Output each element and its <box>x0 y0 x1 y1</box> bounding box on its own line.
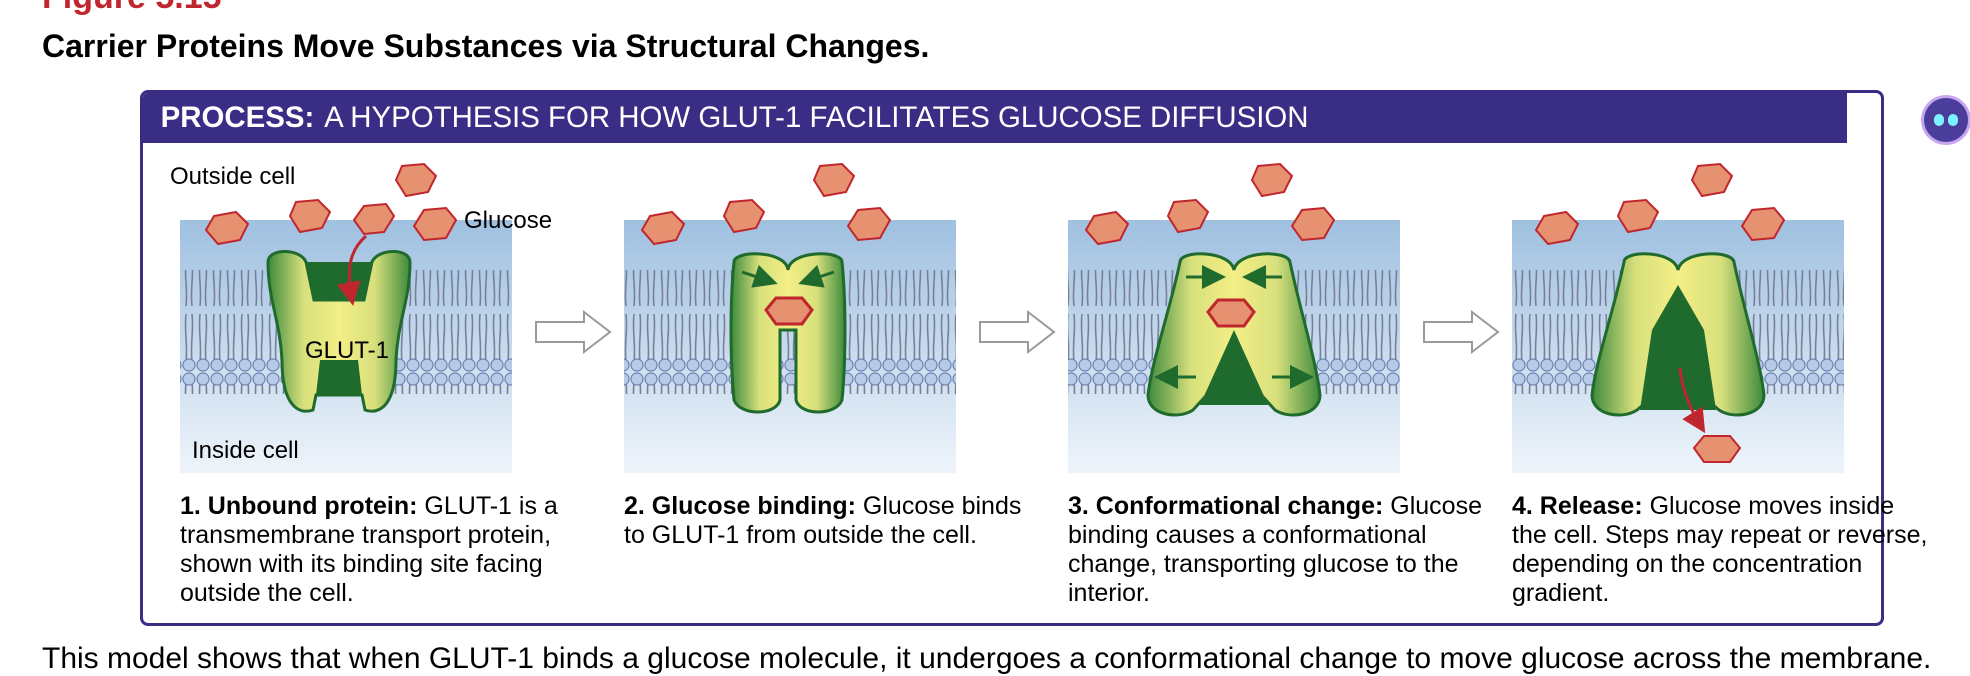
glucose-molecule <box>640 210 686 246</box>
glucose-molecule <box>1690 162 1734 198</box>
glucose-molecule <box>394 162 438 198</box>
glut1-protein-binding <box>729 252 847 414</box>
step-body: Glucose binds to GLUT-1 from outside the… <box>624 492 1022 549</box>
step-title: 2. Glucose binding: <box>624 492 856 520</box>
body-paragraph: This model shows that when GLUT-1 binds … <box>42 642 1932 675</box>
glucose-molecule <box>812 162 856 198</box>
glucose-molecule <box>1206 298 1256 328</box>
glucose-molecule <box>1250 162 1294 198</box>
step-body: GLUT-1 is a transmembrane transport prot… <box>180 492 558 607</box>
step-arrows <box>535 309 1500 355</box>
outside-cell-label: Outside cell <box>170 163 295 190</box>
step-caption-4: 4. Release: Glucose moves inside the cel… <box>1512 492 1932 608</box>
glucose-molecule <box>846 206 892 242</box>
glucose-molecules <box>204 162 1786 463</box>
step-title: 3. Conformational change: <box>1068 492 1384 520</box>
glut1-protein-released <box>1590 252 1766 417</box>
step-caption-3: 3. Conformational change: Glucose bindin… <box>1068 492 1488 608</box>
panel-header: PROCESS: A HYPOTHESIS FOR HOW GLUT-1 FAC… <box>143 93 1847 143</box>
glucose-molecule <box>1616 198 1660 234</box>
glut1-protein-unbound <box>266 250 412 413</box>
entry-arrow <box>336 234 368 306</box>
glucose-molecule <box>722 198 766 234</box>
step-arrow-icon <box>535 309 612 355</box>
release-arrow <box>1678 367 1706 434</box>
panel-2-membrane <box>624 220 956 473</box>
glucose-molecule <box>764 296 814 326</box>
glucose-molecule <box>288 198 332 234</box>
glut1-label: GLUT-1 <box>305 337 389 364</box>
step-title: 4. Release: <box>1512 492 1643 520</box>
step-body: Glucose moves inside the cell. Steps may… <box>1512 492 1928 607</box>
step-caption-1: 1. Unbound protein: GLUT-1 is a transmem… <box>180 492 600 608</box>
glucose-molecule <box>412 206 458 242</box>
process-panel: PROCESS: A HYPOTHESIS FOR HOW GLUT-1 FAC… <box>140 90 1884 626</box>
glucose-label: Glucose <box>464 207 552 234</box>
glut1-protein-changing <box>1146 252 1322 417</box>
diagram-canvas: Outside cell Inside cell Glucose GLUT-1 <box>170 162 1844 473</box>
glucose-molecule <box>1084 210 1130 246</box>
figure-title: Carrier Proteins Move Substances via Str… <box>42 28 930 64</box>
glucose-molecule <box>1740 206 1786 242</box>
assistant-bot-icon[interactable] <box>1924 98 1968 142</box>
glucose-molecule <box>1534 210 1580 246</box>
step-title: 1. Unbound protein: <box>180 492 418 520</box>
glucose-molecule <box>1166 198 1210 234</box>
glucose-molecule <box>1692 435 1742 463</box>
header-bold: PROCESS: <box>160 101 315 134</box>
header-text: A HYPOTHESIS FOR HOW GLUT-1 FACILITATES … <box>324 101 1309 134</box>
step-caption-2: 2. Glucose binding: Glucose binds to GLU… <box>624 492 1044 550</box>
step-body: Glucose binding causes a conformational … <box>1068 492 1482 607</box>
step-arrow-icon <box>1423 309 1500 355</box>
inside-cell-label: Inside cell <box>192 437 299 464</box>
figure-label: Figure 5.15 <box>42 0 222 17</box>
step-arrow-icon <box>979 309 1056 355</box>
glucose-molecule <box>204 210 250 246</box>
glucose-molecule <box>352 202 396 236</box>
glucose-molecule <box>1290 206 1336 242</box>
